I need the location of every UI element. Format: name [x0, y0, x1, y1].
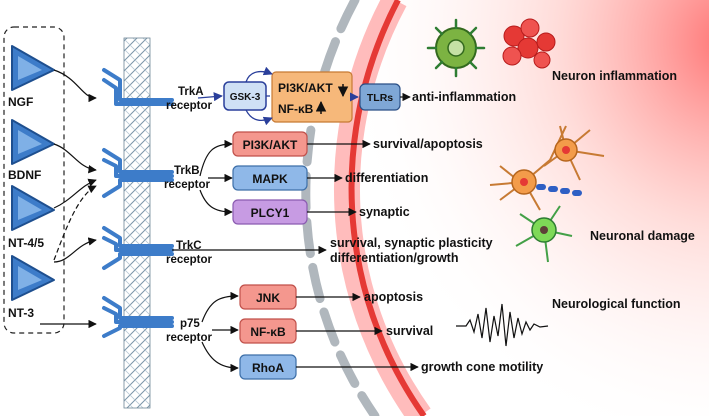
nt3-to-trkb-arrow [53, 185, 97, 261]
bdnf-label: BDNF [8, 168, 41, 182]
ngf-triangle-icon [11, 45, 55, 91]
trka-label: TrkA [178, 86, 204, 98]
survival-label: survival [386, 324, 433, 338]
neuron-orange-left-icon [489, 125, 567, 211]
cell-body [321, 0, 709, 416]
trkb-label: TrkB [174, 165, 200, 177]
survival-apoptosis-label: survival/apoptosis [373, 137, 483, 151]
receptor-glyphs [102, 68, 174, 338]
trkc-label: TrkC [176, 240, 202, 252]
neuron-orange-right-icon [543, 125, 605, 181]
gsk3-label: GSK-3 [230, 92, 261, 103]
neurological-function-label: Neurological function [552, 297, 680, 311]
neuron-inflammation-label: Neuron inflammation [552, 69, 677, 83]
p75-to-rhoa-arrow [201, 341, 239, 373]
lipid-bilayer [124, 38, 150, 408]
growth-cone-label: growth cone motility [421, 360, 543, 374]
nt3-to-trkc-arrow [53, 237, 97, 263]
bdnf-triangle-icon [11, 119, 55, 165]
survival-plasticity-label: survival, synaptic plasticity [330, 236, 493, 250]
p75-to-jnk-arrow [201, 291, 239, 323]
ngf-label: NGF [8, 95, 33, 109]
nfkb-top-label: NF-κB [278, 102, 314, 116]
cell-membrane-glow [333, 0, 431, 416]
nt45-label: NT-4/5 [8, 236, 44, 250]
neuron-green-icon [515, 205, 573, 263]
tlrs-label: TLRs [367, 92, 393, 104]
trkb-to-pi3k-arrow [199, 139, 233, 177]
gsk3-to-pi3k-arrow [245, 66, 273, 83]
pi3k-akt-label: PI3K/AKT [243, 138, 298, 152]
synaptic-label: synaptic [359, 205, 410, 219]
mapk-label: MAPK [252, 172, 288, 186]
ngf-arrow [53, 69, 97, 103]
trkc-receptor-label: receptor [166, 254, 213, 266]
ligand-group-box [3, 26, 65, 334]
anti-inflammation-label: anti-inflammation [412, 90, 516, 104]
p75-label: p75 [180, 318, 200, 330]
jnk-label: JNK [256, 291, 280, 305]
nt45-triangle-icon [11, 185, 55, 231]
pi3k-akt-top-label: PI3K/AKT [278, 81, 333, 95]
rhoa-label: RhoA [252, 361, 284, 375]
nt3-label: NT-3 [8, 306, 34, 320]
axon-myelin-icon [536, 184, 582, 196]
bdnf-arrow [53, 143, 97, 174]
trkb-receptor-label: receptor [164, 179, 211, 191]
waveform-icon [456, 303, 549, 347]
microglia-icon [426, 18, 486, 78]
trka-to-gsk3-arrow [197, 92, 223, 102]
differentiation-growth-label: differentiation/growth [330, 251, 458, 265]
differentiation-label: differentiation [345, 171, 428, 185]
apoptosis-label: apoptosis [364, 290, 423, 304]
nt45-arrow [53, 178, 97, 209]
neuronal-damage-label: Neuronal damage [590, 229, 695, 243]
trkb-to-plcy1-arrow [199, 189, 233, 217]
red-cell-cluster-icon [502, 18, 556, 69]
gsk3-to-nfkb-arrow [245, 109, 273, 126]
nfkb-label: NF-κB [250, 325, 286, 339]
lipid-bilayer-outline [123, 37, 151, 409]
trka-receptor-label: receptor [166, 100, 213, 112]
plcy1-label: PLCY1 [251, 206, 290, 220]
p75-receptor-label: receptor [166, 332, 213, 344]
nt3-triangle-icon [11, 255, 55, 301]
